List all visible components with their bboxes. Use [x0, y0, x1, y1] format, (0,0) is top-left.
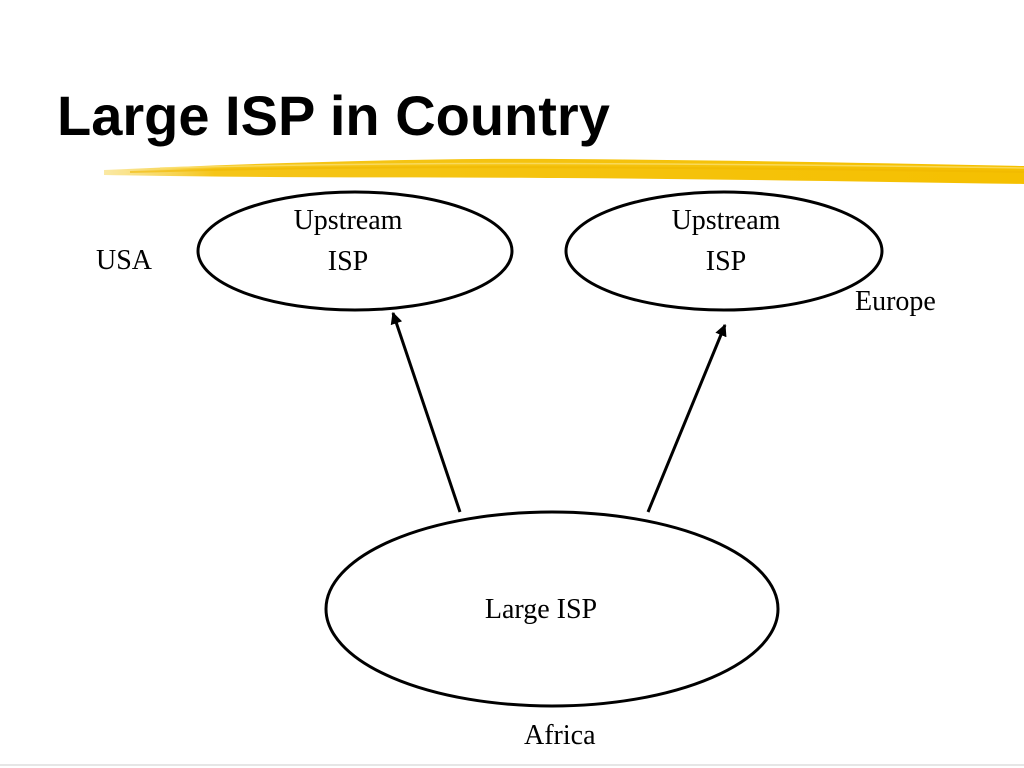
region-label-europe: Europe: [855, 286, 936, 317]
upstream-isp-usa-ellipse: [196, 190, 514, 312]
region-label-africa: Africa: [524, 720, 596, 751]
upstream-isp-europe-label-line2: ISP: [706, 246, 746, 277]
large-isp-ellipse: [324, 510, 780, 708]
arrow-large-isp-to-usa-upstream: [390, 311, 462, 513]
node-upstream-isp-europe: Upstream ISP: [564, 190, 884, 312]
large-isp-label: Large ISP: [485, 594, 597, 625]
upstream-isp-usa-label-line2: ISP: [328, 246, 368, 277]
bottom-divider: [0, 764, 1024, 766]
slide-title: Large ISP in Country: [57, 84, 610, 147]
title-highlight-stroke: [104, 158, 1024, 184]
node-upstream-isp-usa: Upstream ISP: [196, 190, 514, 312]
upstream-isp-europe-ellipse: [564, 190, 884, 312]
node-large-isp: Large ISP: [324, 510, 780, 708]
upstream-isp-usa-label-line1: Upstream: [294, 205, 403, 236]
upstream-isp-europe-label-line1: Upstream: [672, 205, 781, 236]
arrow-large-isp-to-europe-upstream: [646, 323, 727, 513]
region-label-usa: USA: [96, 245, 153, 276]
